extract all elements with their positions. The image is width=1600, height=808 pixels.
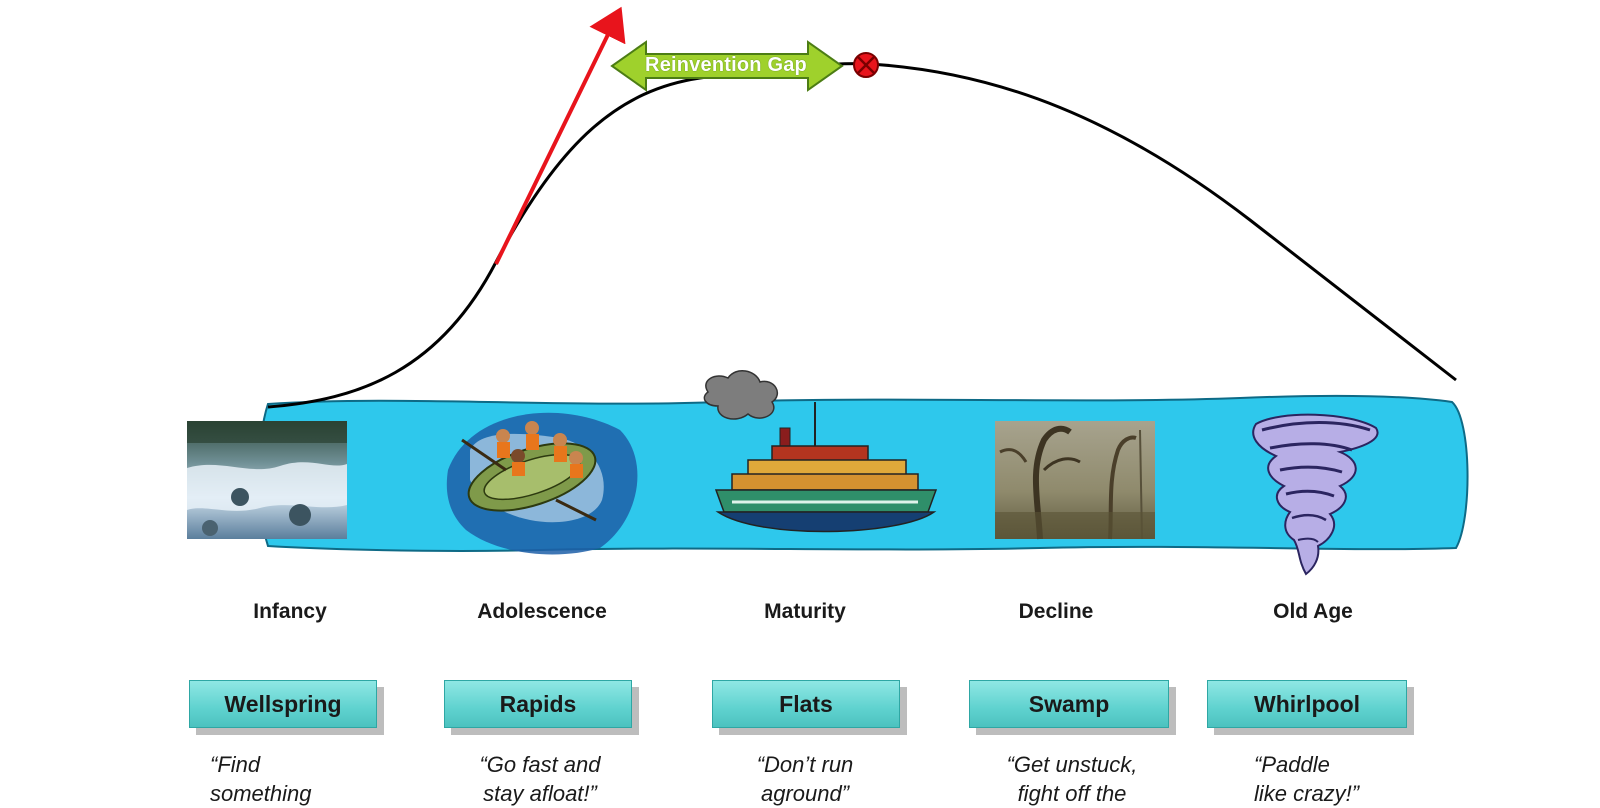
stage-label-old-age: Old Age <box>1273 600 1353 623</box>
reinvention-gap-label: Reinvention Gap <box>645 53 807 76</box>
stage-quote-decline: “Get unstuck, fight off the <box>1006 752 1138 806</box>
lifecycle-curve <box>267 62 1457 409</box>
stage-quote-infancy: “Find something <box>210 752 312 806</box>
stage-label-maturity: Maturity <box>764 600 846 623</box>
stage-quote-old-age: “Paddle like crazy!” <box>1254 752 1360 806</box>
stage-quote-adolescence: “Go fast and stay afloat!” <box>479 752 601 806</box>
reinvention-gap-arrow <box>610 40 844 92</box>
peak-marker-icon <box>853 52 879 78</box>
metaphor-chip-wellspring: Wellspring <box>189 680 377 728</box>
stage-quote-maturity: “Don’t run aground” <box>756 752 854 806</box>
growth-arrow <box>494 6 626 265</box>
stage-label-adolescence: Adolescence <box>477 600 607 623</box>
raft-illustration <box>446 412 638 555</box>
metaphor-chip-swamp: Swamp <box>969 680 1169 728</box>
steamboat-illustration <box>703 370 938 533</box>
tornado-illustration <box>1252 413 1379 576</box>
metaphor-chip-rapids: Rapids <box>444 680 632 728</box>
stage-label-infancy: Infancy <box>253 600 327 623</box>
waterfall-photo <box>187 421 347 539</box>
swamp-photo <box>995 421 1155 540</box>
metaphor-chip-flats: Flats <box>712 680 900 728</box>
stage-label-decline: Decline <box>1018 600 1094 623</box>
metaphor-chip-whirlpool: Whirlpool <box>1207 680 1407 728</box>
